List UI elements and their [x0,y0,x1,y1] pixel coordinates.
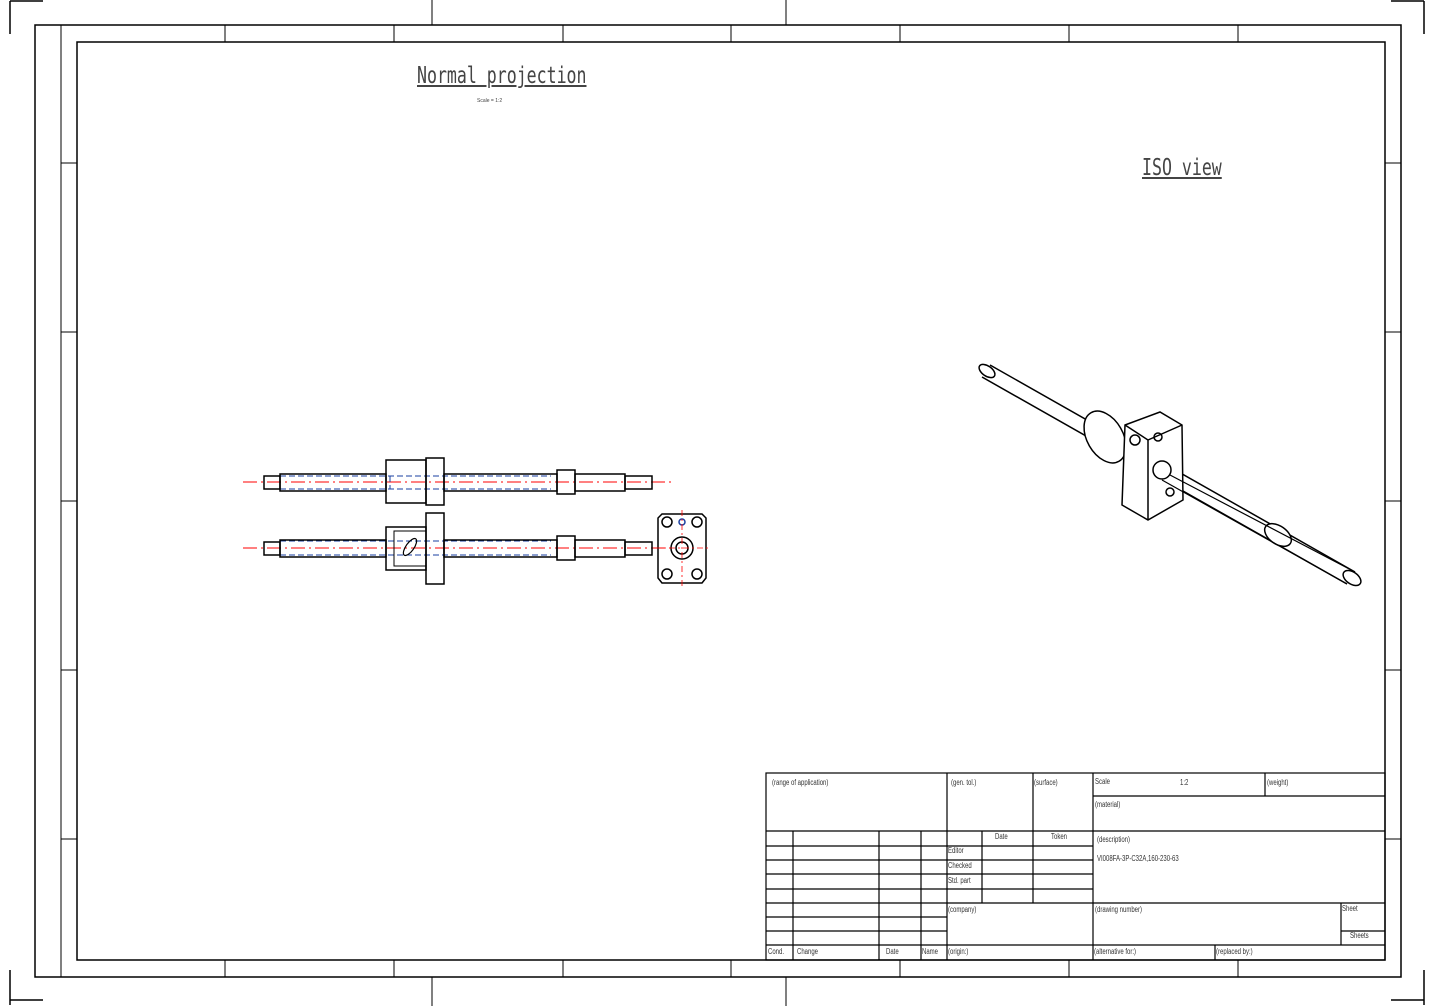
date-header: Date [995,832,1008,841]
material-label: (material) [1095,800,1121,809]
description-label: (description) [1097,835,1131,844]
title-block-lines [765,772,1386,961]
origin-label: (origin:) [948,947,969,956]
std-part-label: Std. part [948,876,971,885]
change-label: Change [797,947,819,956]
editor-label: Editor [948,846,964,855]
grid-marks [61,0,1401,1006]
gen-tol-label: (gen. tol.) [951,778,977,787]
part-number: VI008FA-3P-C32A,160-230-63 [1097,854,1179,863]
weight-label: (weight) [1267,778,1289,787]
top-view [243,512,672,585]
iso-view [978,363,1362,587]
sheet-label: Sheet [1342,904,1358,913]
company-label: (company) [948,905,977,914]
corner-marks [9,0,1425,1005]
scale-value: 1:2 [1180,778,1189,787]
iso-view-title: ISO view [1142,155,1222,181]
checked-label: Checked [948,861,972,870]
cond-label: Cond. [768,947,785,956]
normal-projection-scale: Scale = 1:2 [477,98,503,104]
sheets-label: Sheets [1350,931,1369,940]
replaced-label: (replaced by:) [1216,947,1253,956]
surface-label: (surface) [1034,778,1058,787]
range-label: (range of application) [772,778,829,787]
front-view [243,457,672,506]
name-label: Name [922,947,939,956]
normal-projection-title: Normal projection [417,63,587,89]
side-view [655,510,710,586]
change-date-label: Date [886,947,899,956]
drawing-number-label: (drawing number) [1095,905,1143,914]
token-header: Token [1051,832,1068,841]
scale-label: Scale [1095,777,1111,786]
alternative-label: (alternative for:) [1094,947,1137,956]
